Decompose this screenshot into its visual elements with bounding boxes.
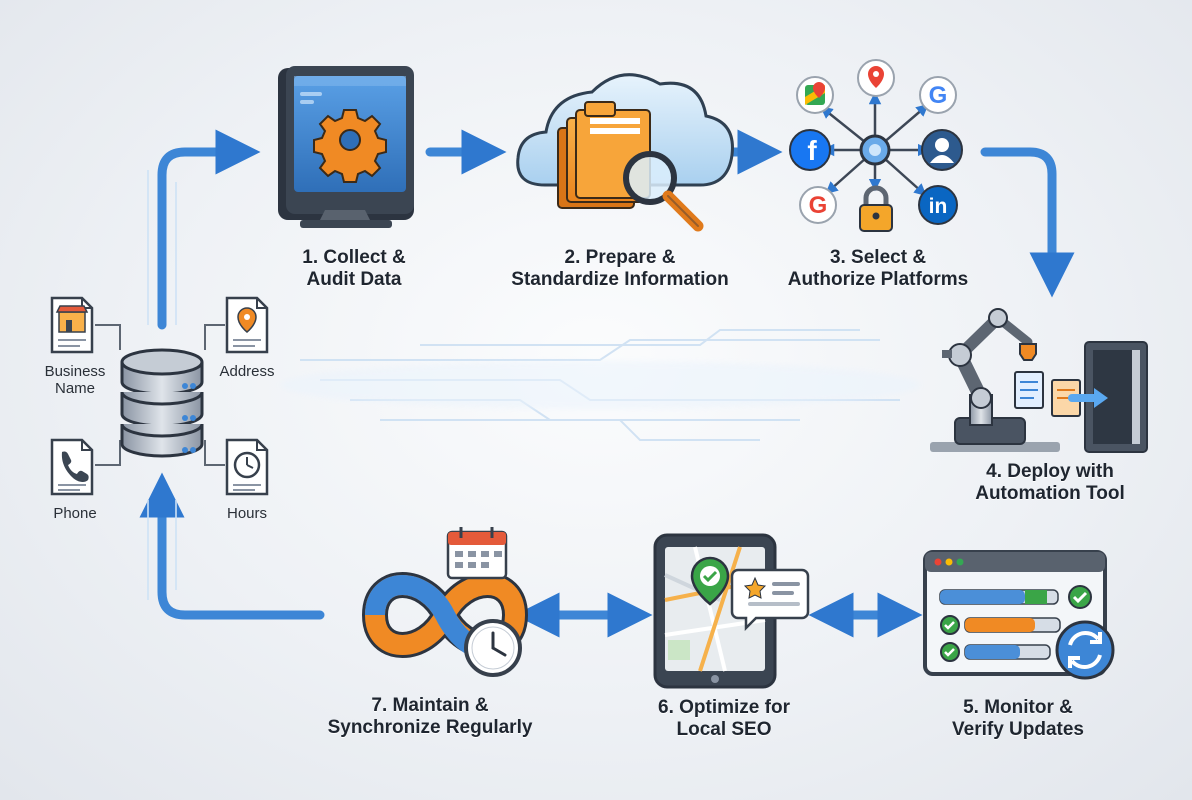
address-label-text: Address — [219, 363, 275, 380]
step5-label-line1: 5. Monitor & — [963, 697, 1073, 718]
step1-label: 1. Collect & Audit Data — [264, 247, 444, 291]
step2-label: 2. Prepare & Standardize Information — [490, 247, 750, 291]
step1-label-line2: Audit Data — [306, 269, 402, 290]
google-badge: G — [919, 76, 957, 114]
step6-label-line2: Local SEO — [676, 719, 772, 740]
robot-arm-server-icon — [930, 308, 1148, 453]
location-pin-badge — [857, 59, 895, 97]
step2-label-line2: Standardize Information — [511, 269, 729, 290]
field-connectors — [95, 324, 225, 466]
step7-label-line2: Synchronize Regularly — [327, 717, 533, 738]
step3-label-line2: Authorize Platforms — [787, 269, 969, 290]
arrow-db-to-step1 — [157, 129, 261, 330]
facebook-letter: f — [807, 135, 817, 166]
cloud-folder-search-icon — [516, 73, 734, 232]
step2-label-line1: 2. Prepare & — [564, 247, 676, 268]
step1-label-line1: 1. Collect & — [302, 247, 406, 268]
phone-label: Phone — [30, 505, 120, 522]
phone-label-text: Phone — [53, 505, 97, 522]
google-letter: G — [929, 82, 948, 109]
business-name-label-line1: Business — [44, 363, 106, 380]
user-profile-badge — [921, 129, 963, 171]
tablet-map-review-icon — [653, 533, 810, 689]
step4-label-line2: Automation Tool — [975, 483, 1125, 504]
hours-doc-icon — [225, 438, 269, 496]
hours-label-text: Hours — [226, 505, 267, 522]
step6-label-line1: 6. Optimize for — [658, 697, 790, 718]
phone-doc-icon — [50, 438, 94, 496]
monitor-gear-icon — [278, 66, 414, 228]
step7-label: 7. Maintain & Synchronize Regularly — [305, 695, 555, 739]
background-circuit-lines — [280, 329, 920, 441]
business-name-label: Business Name — [30, 363, 120, 397]
step7-label-line1: 7. Maintain & — [371, 695, 489, 716]
google-badge-2: G — [799, 186, 837, 224]
linkedin-letters: in — [929, 195, 948, 218]
step4-label-line1: 4. Deploy with — [986, 461, 1114, 482]
facebook-badge: f — [789, 129, 831, 171]
business-name-label-line2: Name — [54, 380, 95, 397]
address-doc-icon — [225, 296, 269, 354]
step4-label: 4. Deploy with Automation Tool — [950, 461, 1150, 505]
address-label: Address — [207, 363, 287, 380]
arrow-step3-to-step4 — [980, 147, 1075, 298]
step5-label: 5. Monitor & Verify Updates — [918, 697, 1118, 741]
step5-label-line2: Verify Updates — [952, 719, 1084, 740]
platform-network-icon: G f G in — [789, 59, 963, 232]
browser-checklist-sync-icon — [923, 550, 1115, 680]
step3-label: 3. Select & Authorize Platforms — [768, 247, 988, 291]
step3-label-line1: 3. Select & — [829, 247, 927, 268]
step6-label: 6. Optimize for Local SEO — [624, 697, 824, 741]
business-name-doc-icon — [50, 296, 94, 354]
google-letter-2: G — [809, 192, 828, 219]
database-icon — [120, 348, 204, 458]
infinity-calendar-clock-icon — [362, 527, 528, 677]
arrow-step7-to-db — [139, 472, 325, 620]
hours-label: Hours — [207, 505, 287, 522]
google-maps-badge — [796, 76, 834, 114]
padlock-icon — [859, 185, 893, 232]
linkedin-badge: in — [918, 185, 958, 225]
